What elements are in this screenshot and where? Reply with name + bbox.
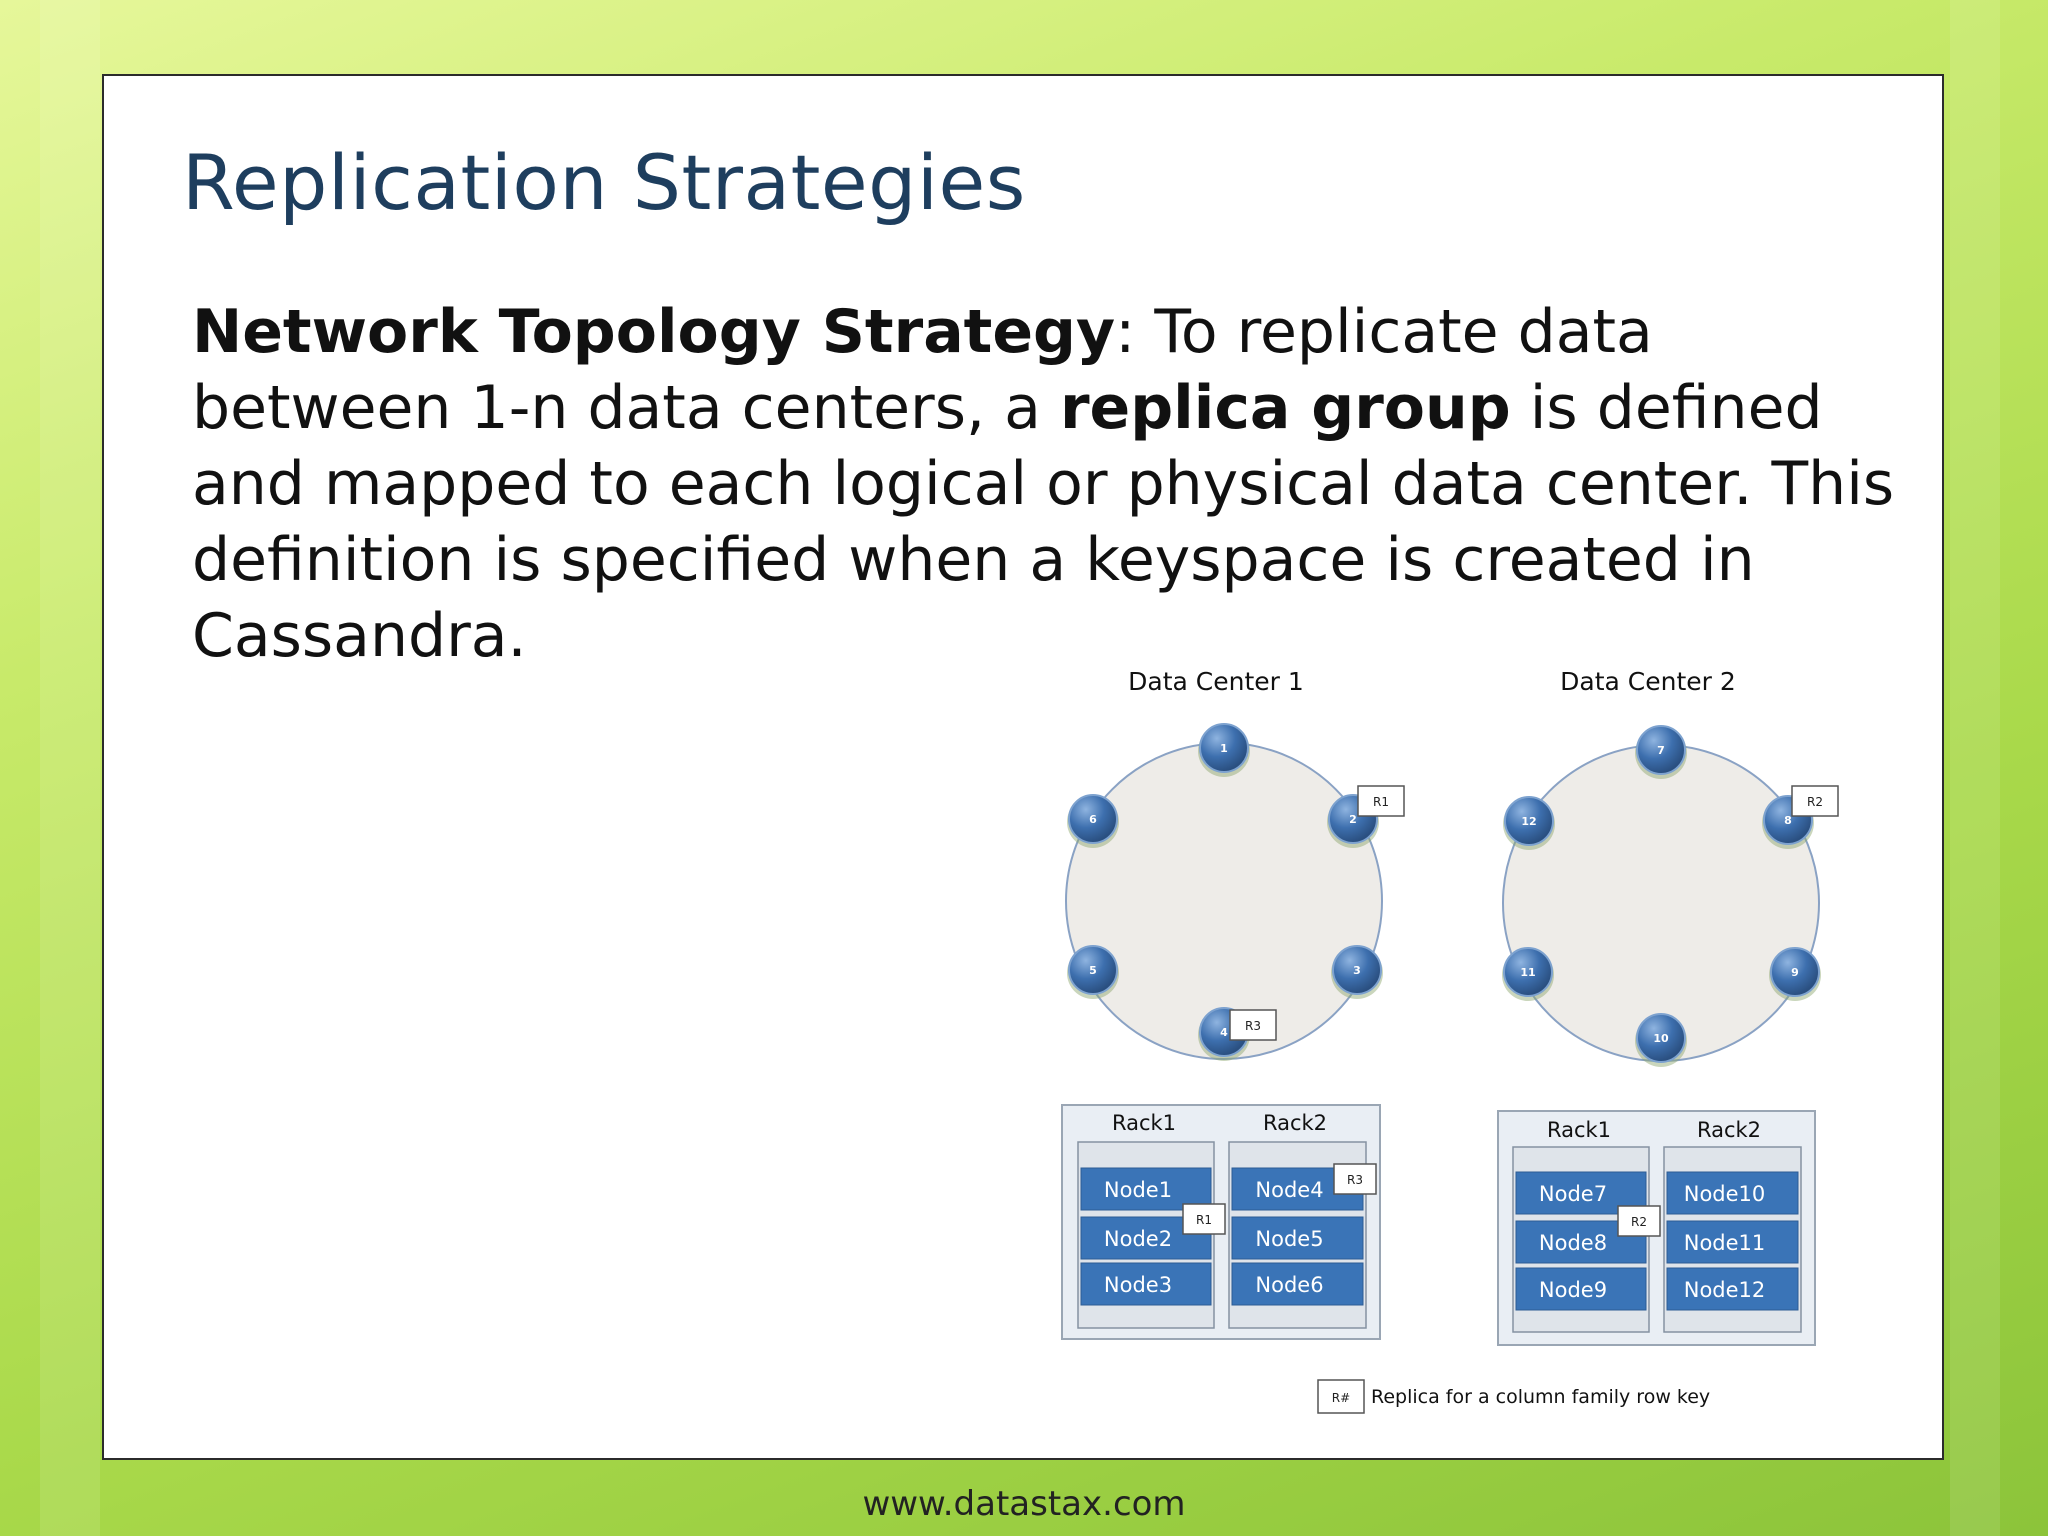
rack-label: Rack1 — [1547, 1118, 1611, 1142]
ring-node — [1332, 945, 1382, 995]
rack-node — [1666, 1220, 1799, 1264]
background-stripe — [40, 0, 100, 1536]
ring-node — [1636, 725, 1686, 775]
rack-node-label: Node1 — [1104, 1178, 1172, 1202]
replica-tag — [1229, 1009, 1277, 1041]
ring-node-label: 11 — [1520, 966, 1535, 979]
rack-node-label: Node2 — [1104, 1227, 1172, 1251]
ring-node-label: 5 — [1089, 964, 1097, 977]
rack-label: Rack1 — [1112, 1111, 1176, 1135]
replica-tag — [1182, 1203, 1226, 1235]
ring-node-label: 6 — [1089, 813, 1097, 826]
ring-node — [1068, 945, 1118, 995]
ring-node-label: 8 — [1784, 814, 1792, 827]
strategy-term: Network Topology Strategy — [192, 297, 1116, 367]
replica-tag-label: R2 — [1631, 1215, 1647, 1229]
rack-node-label: Node11 — [1684, 1231, 1766, 1255]
rack-node-label: Node10 — [1684, 1182, 1766, 1206]
ring-node — [1503, 947, 1553, 997]
replica-tag — [1333, 1163, 1377, 1195]
rack-node — [1231, 1216, 1364, 1260]
rack-node — [1080, 1262, 1212, 1306]
replica-group-term: replica group — [1059, 373, 1511, 443]
ring-node-label: 9 — [1791, 966, 1799, 979]
rack-node-label: Node8 — [1539, 1231, 1607, 1255]
rack-node-label: Node4 — [1255, 1178, 1323, 1202]
replica-tag-label: R1 — [1196, 1213, 1212, 1227]
paragraph-text: : To replicate data between 1-n data cen… — [192, 297, 1653, 443]
ring-node-label: 4 — [1220, 1026, 1228, 1039]
slide-title: Replication Strategies — [182, 138, 1026, 227]
rack-label: Rack2 — [1697, 1118, 1761, 1142]
rack-node — [1515, 1267, 1647, 1311]
slide-paragraph: Network Topology Strategy: To replicate … — [192, 294, 1912, 674]
data-center-label: Data Center 1 — [1128, 667, 1304, 696]
replica-tag — [1791, 785, 1839, 817]
replica-tag — [1617, 1205, 1661, 1237]
rack-node-label: Node9 — [1539, 1278, 1607, 1302]
rack-node — [1666, 1267, 1799, 1311]
ring-node-label: 10 — [1653, 1032, 1669, 1045]
rack-label: Rack2 — [1263, 1111, 1327, 1135]
footer-url: www.datastax.com — [862, 1484, 1186, 1524]
ring-node — [1636, 1013, 1686, 1063]
ring-node-label: 7 — [1657, 744, 1665, 757]
ring-node — [1504, 796, 1554, 846]
ring-node-label: 3 — [1353, 964, 1361, 977]
replica-tag — [1357, 785, 1405, 817]
replica-tag-label: R3 — [1245, 1019, 1261, 1033]
ring-node — [1770, 947, 1820, 997]
replica-tag-label: R2 — [1807, 795, 1823, 809]
data-center-label: Data Center 2 — [1560, 667, 1736, 696]
legend-tag — [1317, 1379, 1365, 1414]
ring-node-label: 2 — [1349, 813, 1357, 826]
rack-node-label: Node5 — [1255, 1227, 1323, 1251]
rack-node-label: Node3 — [1104, 1273, 1172, 1297]
replica-tag-label: R1 — [1373, 795, 1389, 809]
rack-node — [1080, 1167, 1212, 1211]
rack-node — [1666, 1171, 1799, 1215]
background-stripe — [1950, 0, 2000, 1536]
legend-tag-label: R# — [1332, 1391, 1350, 1405]
rack-node — [1231, 1262, 1364, 1306]
rack-node-label: Node7 — [1539, 1182, 1607, 1206]
replica-tag-label: R3 — [1347, 1173, 1363, 1187]
ring-node — [1199, 723, 1249, 773]
legend-text: Replica for a column family row key — [1371, 1386, 1710, 1408]
rack-node-label: Node12 — [1684, 1278, 1766, 1302]
ring-node — [1068, 794, 1118, 844]
ring-node-label: 12 — [1521, 815, 1536, 828]
ring-node-label: 1 — [1220, 742, 1228, 755]
paragraph-text: is defined and mapped to each logical or… — [192, 373, 1895, 671]
rack-node-label: Node6 — [1255, 1273, 1323, 1297]
